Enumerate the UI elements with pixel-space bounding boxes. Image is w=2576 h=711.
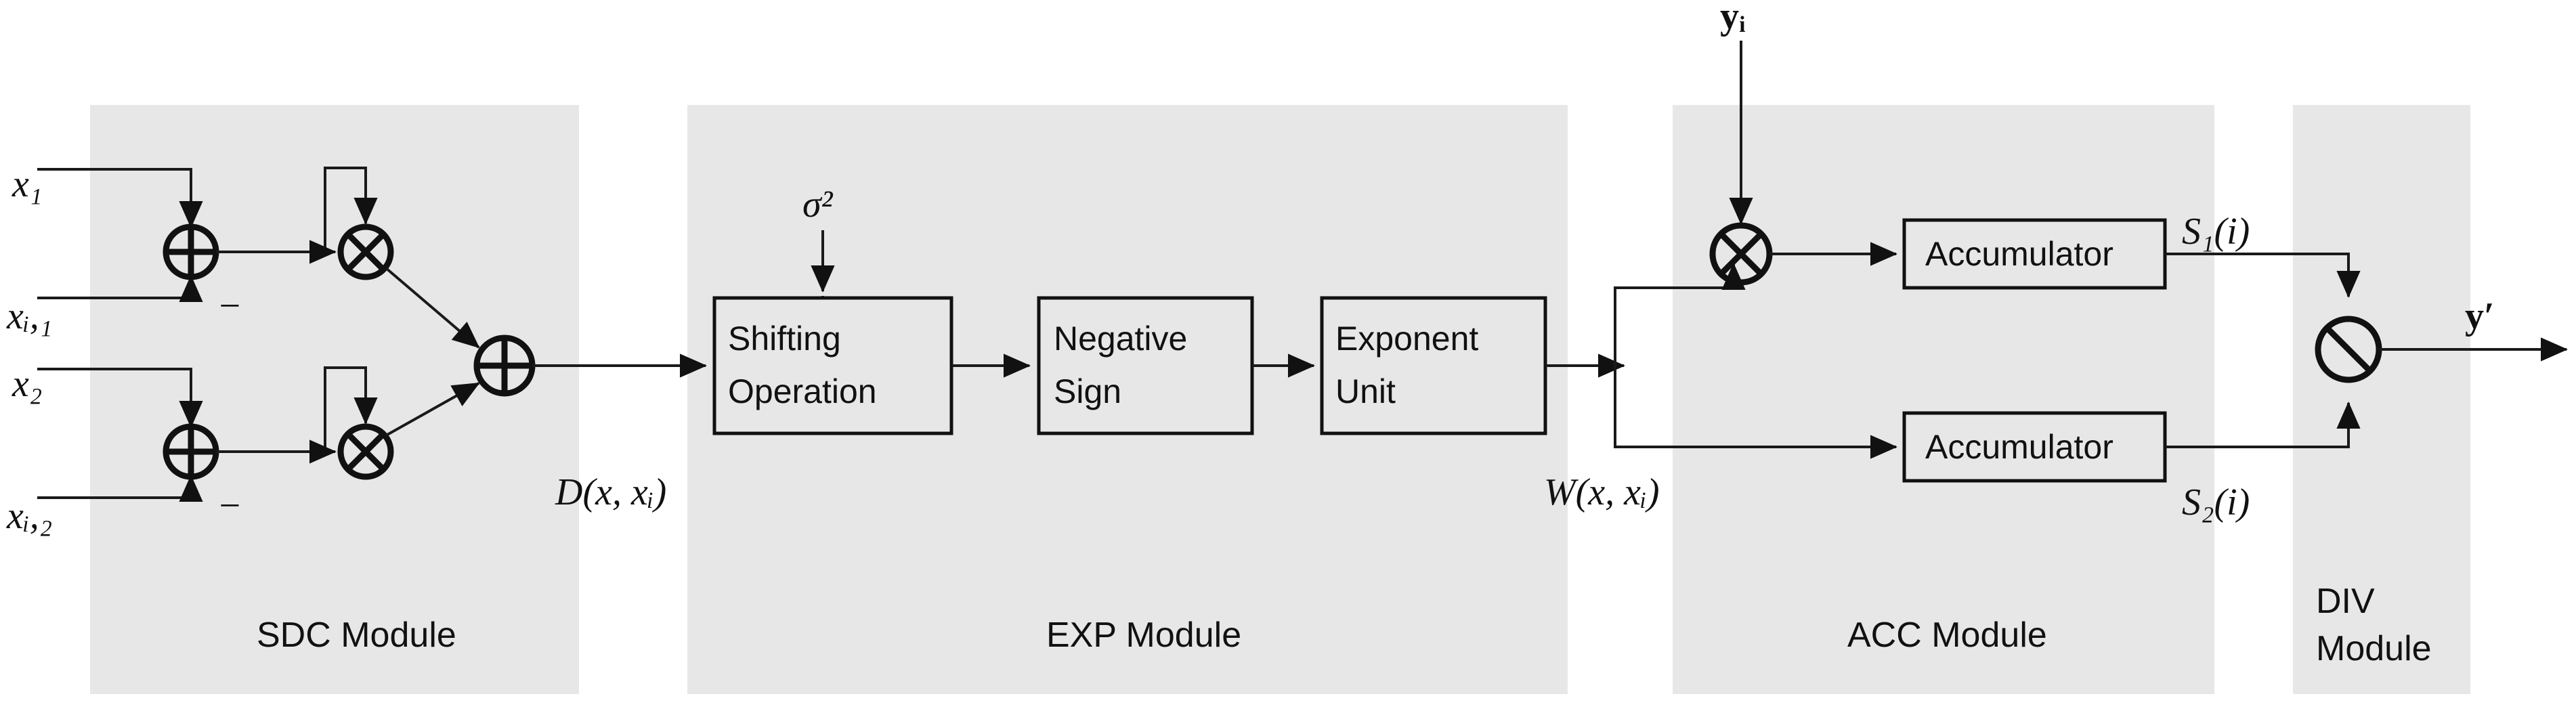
wire-square-lower-to-sum xyxy=(385,382,480,437)
output-label-yprime: y′ xyxy=(2465,295,2495,337)
divider-slash xyxy=(2324,325,2373,374)
input-label-x1: x₁ xyxy=(12,163,42,205)
sdc-module-label: SDC Module xyxy=(257,616,456,655)
input-label-yi: yᵢ xyxy=(1720,0,1746,37)
wire-xi2-to-adder xyxy=(37,475,203,502)
block-exponent-line1: Exponent xyxy=(1335,320,1478,358)
square-upper-slash2 xyxy=(345,232,386,272)
acc-module-label: ACC Module xyxy=(1847,616,2047,655)
input-label-xi2: xᵢ,₂ xyxy=(6,495,52,537)
wire-square-upper-to-sum xyxy=(385,267,480,349)
block-shifting-operation[interactable] xyxy=(712,296,953,435)
block-accumulator-2[interactable] xyxy=(1902,411,2167,483)
sdc-module-panel xyxy=(90,105,579,694)
wire-s1-to-divider xyxy=(2165,253,2361,298)
block-accumulator2-label: Accumulator xyxy=(1925,428,2113,466)
block-exponent-line2: Unit xyxy=(1335,372,1396,410)
wire-feedback-lower xyxy=(324,366,378,452)
block-shifting-line2: Operation xyxy=(728,372,877,410)
block-accumulator1-label: Accumulator xyxy=(1925,235,2113,273)
square-lower-node xyxy=(337,423,394,480)
wire-s2-to-divider xyxy=(2165,402,2361,448)
wire-xi1-to-adder xyxy=(37,275,203,302)
wire-feedback-upper xyxy=(324,167,378,252)
div-module-label-line2: Module xyxy=(2316,629,2432,668)
square-lower-slash2 xyxy=(345,431,386,472)
block-exponent-unit[interactable] xyxy=(1320,296,1547,435)
signal-label-weight: W(x, xᵢ) xyxy=(1544,471,1660,513)
div-module-panel xyxy=(2293,105,2470,694)
input-label-sigma-squared: σ² xyxy=(802,184,834,225)
wire-x1-to-adder xyxy=(37,168,203,228)
square-upper-node xyxy=(337,223,394,280)
block-shifting-line1: Shifting xyxy=(728,320,841,358)
div-module-label-line1: DIV xyxy=(2316,582,2375,621)
signal-label-distance: D(x, xᵢ) xyxy=(555,471,666,513)
block-negative-line2: Sign xyxy=(1054,372,1121,410)
wire-x2-to-adder xyxy=(37,368,203,428)
wire-w-to-multiplier xyxy=(1614,263,1746,366)
input-label-xi1: xᵢ,₁ xyxy=(6,295,52,337)
signal-label-s1: S₁(i) xyxy=(2182,211,2250,253)
minus-sign-lower: − xyxy=(217,485,242,527)
multiplier-slash2 xyxy=(1718,231,1764,277)
block-negative-line1: Negative xyxy=(1054,320,1187,358)
minus-sign-upper: − xyxy=(217,285,242,327)
block-negative-sign[interactable] xyxy=(1037,296,1254,435)
acc-module-panel xyxy=(1673,105,2214,694)
wire-w-to-accumulator2 xyxy=(1614,366,1897,459)
exp-module-label: EXP Module xyxy=(1046,616,1241,655)
signal-label-s2: S₂(i) xyxy=(2182,481,2250,523)
block-accumulator-1[interactable] xyxy=(1902,218,2167,290)
input-label-x2: x₂ xyxy=(12,363,42,405)
